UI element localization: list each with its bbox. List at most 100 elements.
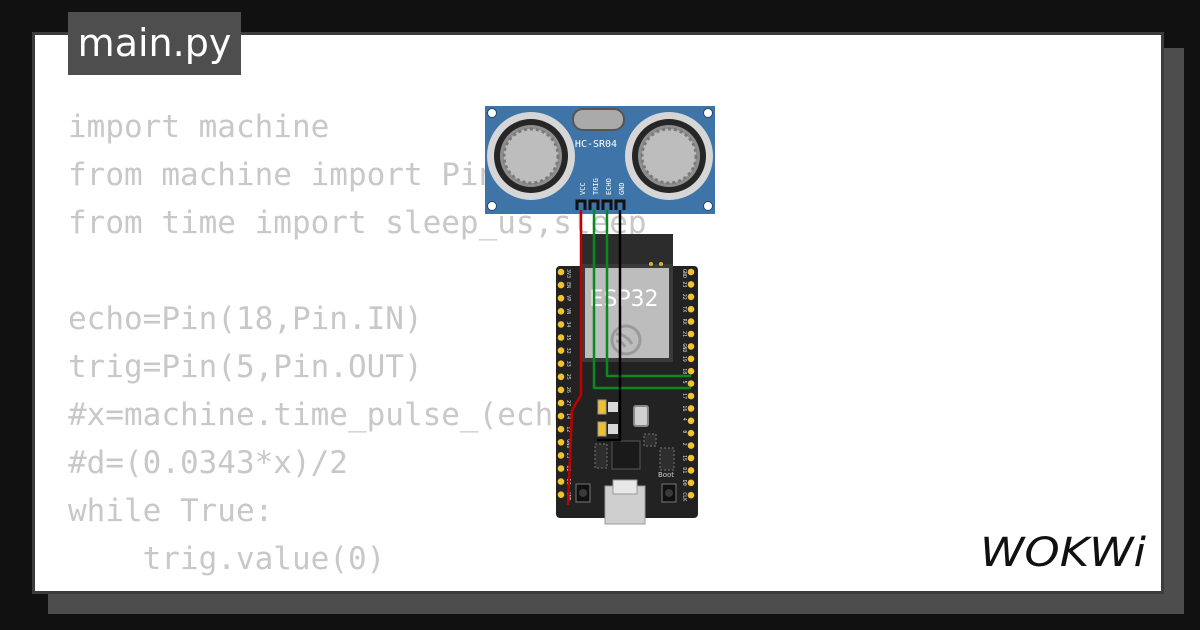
pin-label: 12 — [565, 426, 571, 432]
code-line: trig=Pin(5,Pin.OUT) — [68, 349, 423, 385]
pin-label: 5 — [681, 381, 687, 384]
crystal-oscillator — [572, 108, 625, 131]
header-pin[interactable] — [557, 412, 565, 420]
sensor-pins[interactable] — [575, 199, 626, 210]
pin-label: 34 — [565, 321, 571, 327]
header-pin[interactable] — [687, 380, 695, 387]
pin-label: CLK — [681, 492, 687, 501]
pin-label: 23 — [681, 281, 687, 287]
sensor-pin-label-echo: ECHO — [605, 178, 613, 195]
code-line: import machine — [68, 109, 330, 145]
pin-label: VP — [565, 295, 571, 301]
pin-label: VN — [565, 308, 571, 314]
pin-label: 25 — [565, 374, 571, 380]
header-pin[interactable] — [687, 330, 695, 338]
smd-resistor — [608, 402, 618, 412]
pin-label: 32 — [565, 348, 571, 354]
pin-label: EN — [565, 282, 571, 288]
header-pin[interactable] — [687, 429, 695, 437]
header-pin[interactable] — [557, 347, 565, 354]
hc-sr04-sensor[interactable]: HC-SR04 VCC TRIG ECHO GND — [485, 106, 715, 214]
wokwi-logo-text: WOKWi — [980, 530, 1146, 574]
wire-echo[interactable] — [605, 210, 691, 378]
pin-label: 2 — [681, 443, 687, 446]
pin-label: 15 — [681, 455, 687, 461]
code-line: trig.value(0) — [68, 541, 386, 577]
header-pin[interactable] — [557, 268, 565, 276]
header-pin[interactable] — [687, 479, 695, 487]
code-line: #d=(0.0343*x)/2 — [68, 445, 348, 481]
header-pin[interactable] — [687, 343, 695, 350]
pin-label: GND — [565, 439, 571, 448]
capacitor — [597, 399, 607, 415]
wokwi-logo[interactable]: WOKWi — [978, 528, 1150, 574]
header-pin[interactable] — [557, 491, 565, 499]
pin-label: 26 — [565, 387, 571, 393]
pin-label: GND — [681, 269, 687, 278]
sensor-pin-label-trig: TRIG — [592, 178, 600, 195]
header-pin[interactable] — [687, 405, 695, 412]
mount-hole — [487, 201, 497, 211]
pin-label: 18 — [681, 368, 687, 374]
header-pin[interactable] — [687, 281, 695, 288]
pin-label: 35 — [565, 335, 571, 341]
pin-label: 27 — [565, 400, 571, 406]
code-line: echo=Pin(18,Pin.IN) — [68, 301, 423, 337]
header-pin[interactable] — [557, 281, 565, 289]
header-pin[interactable] — [557, 360, 565, 368]
pin-label: TX — [681, 306, 687, 312]
mount-hole — [703, 108, 713, 118]
pin-label: 22 — [681, 294, 687, 300]
wire-trig[interactable] — [592, 210, 691, 390]
header-pin[interactable] — [557, 465, 565, 472]
sensor-pin-label-gnd: GND — [618, 182, 626, 195]
header-pin[interactable] — [557, 386, 565, 394]
header-pin[interactable] — [687, 355, 695, 363]
header-pin[interactable] — [557, 439, 565, 446]
header-pin[interactable] — [687, 305, 695, 313]
header-pin[interactable] — [687, 454, 695, 462]
header-pin[interactable] — [557, 308, 565, 315]
header-pin[interactable] — [557, 373, 565, 381]
pin-label: 16 — [681, 405, 687, 411]
capacitor — [597, 421, 607, 437]
header-pin[interactable] — [557, 425, 565, 433]
wire-gnd[interactable] — [597, 210, 622, 442]
wire-vcc[interactable] — [566, 210, 583, 506]
header-pin[interactable] — [687, 293, 695, 301]
header-pin[interactable] — [557, 294, 565, 302]
header-pin[interactable] — [557, 399, 565, 407]
header-pin[interactable] — [687, 491, 695, 499]
pin-label: GND — [681, 343, 687, 352]
header-pin[interactable] — [557, 321, 565, 328]
chip-pads — [594, 443, 608, 469]
voltage-regulator — [633, 405, 649, 427]
smd-resistor — [608, 424, 618, 434]
pin-label: 13 — [565, 452, 571, 458]
header-pin[interactable] — [687, 268, 695, 276]
header-pin[interactable] — [687, 417, 695, 425]
header-pin[interactable] — [557, 478, 565, 485]
wires[interactable] — [566, 210, 691, 506]
mount-hole — [487, 108, 497, 118]
code-line: while True: — [68, 493, 274, 529]
esp32-board[interactable]: ESP32 Boot 3V3ENVPVN343532332526271412GN… — [556, 234, 698, 525]
header-pin[interactable] — [557, 334, 565, 341]
file-tab[interactable]: main.py — [68, 12, 241, 75]
pin-headers[interactable]: 3V3ENVPVN343532332526271412GND13D2D3CMDG… — [557, 268, 695, 502]
boot-label: Boot — [658, 471, 674, 479]
header-pin[interactable] — [687, 318, 695, 325]
header-pin[interactable] — [687, 367, 695, 375]
header-pin[interactable] — [687, 467, 695, 474]
sensor-label: HC-SR04 — [575, 139, 617, 150]
sensor-pin-label-vcc: VCC — [579, 182, 587, 195]
pin-label: 19 — [681, 356, 687, 362]
esp32-label: ESP32 — [589, 287, 658, 312]
header-pin[interactable] — [687, 442, 695, 449]
rf-shield — [585, 268, 669, 358]
pin-label: 21 — [681, 331, 687, 337]
header-pin[interactable] — [557, 452, 565, 459]
header-pin[interactable] — [687, 392, 695, 400]
